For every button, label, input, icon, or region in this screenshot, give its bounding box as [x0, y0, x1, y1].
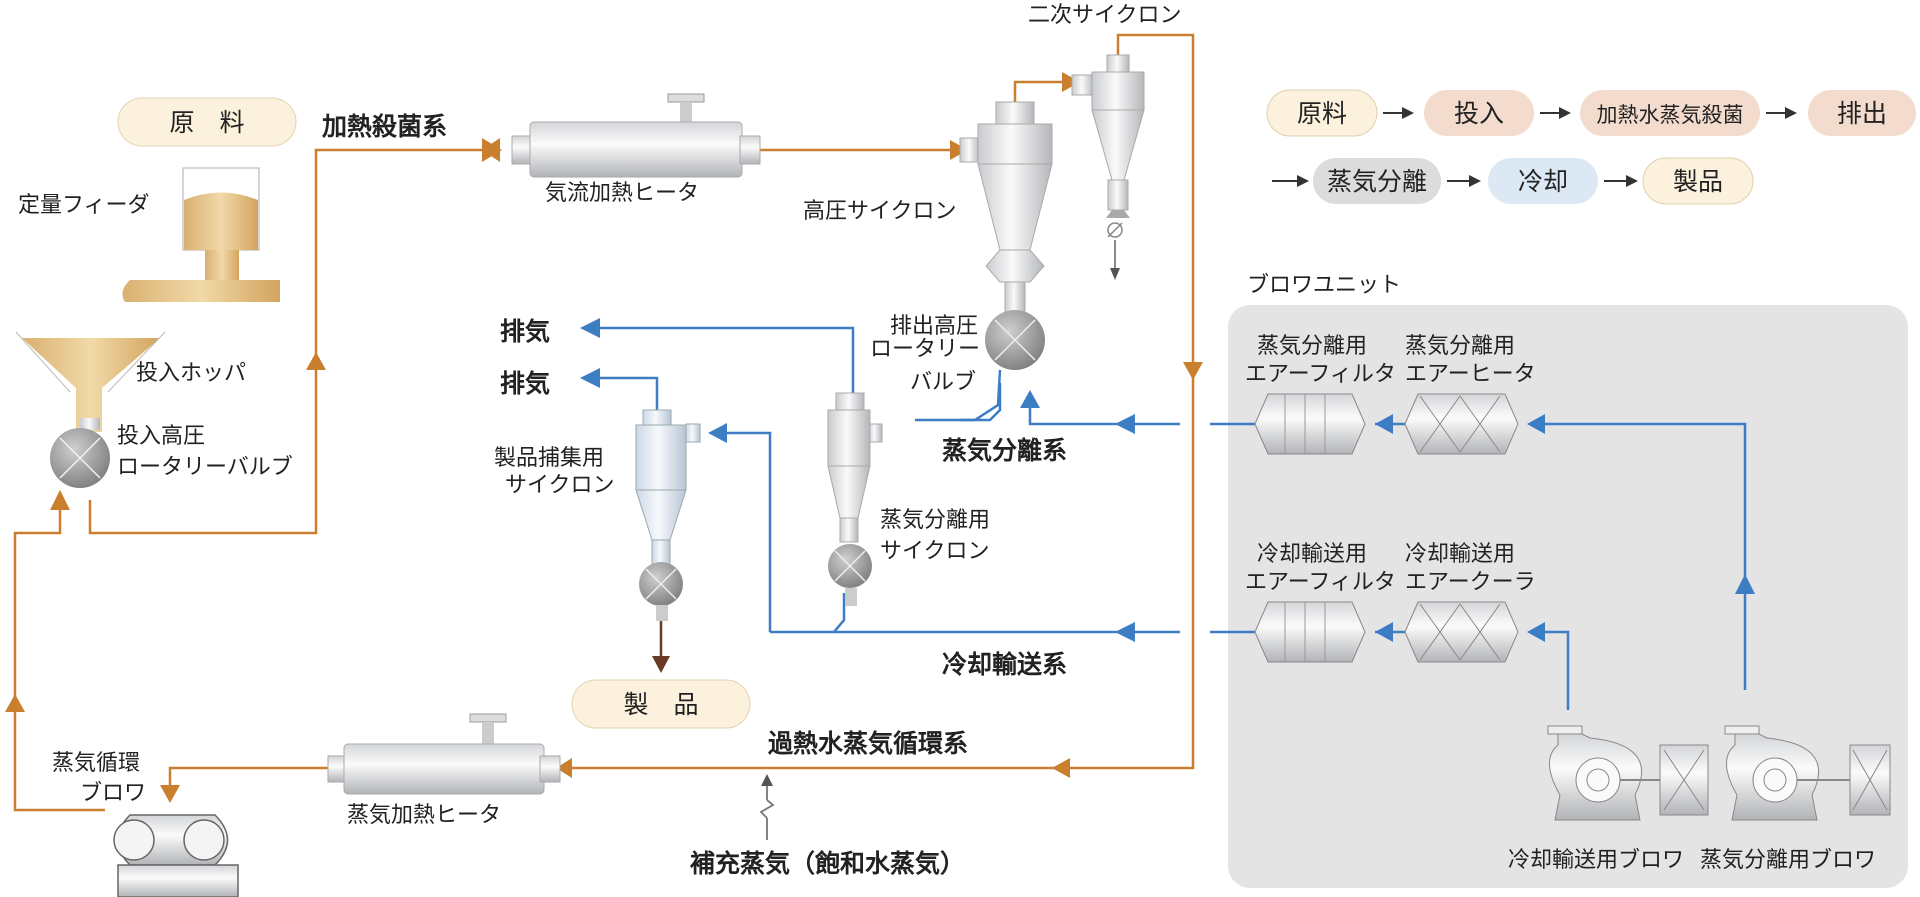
- raw-material-label: 原 料: [169, 108, 244, 137]
- steam-heater-label: 蒸気加熱ヒータ: [347, 803, 501, 828]
- steam-separation-blower: [1724, 725, 1891, 821]
- legend-step-pill: [1642, 157, 1754, 205]
- cooling-blower-label: 冷却輸送用ブロワ: [1508, 848, 1684, 873]
- heater-a-label-2: エアーヒータ: [1405, 362, 1536, 387]
- legend-step-pill: [1808, 90, 1916, 136]
- superheated-system-label: 過熱水蒸気循環系: [768, 729, 968, 758]
- input-valve-label-1: 投入高圧: [117, 424, 205, 449]
- cooler-b-label-2: エアークーラ: [1405, 570, 1536, 595]
- steam-sep-air-heater: [1404, 393, 1519, 455]
- legend-step-label: 加熱水蒸気殺菌: [1597, 103, 1744, 127]
- discharge-valve-label-2: ロータリー: [870, 337, 980, 362]
- input-hopper: [22, 338, 160, 432]
- blower-unit-label: ブロワユニット: [1247, 273, 1401, 298]
- secondary-cyclone: [1071, 54, 1145, 280]
- legend-step-pill: [1580, 90, 1760, 136]
- hopper-label: 投入ホッパ: [136, 361, 246, 386]
- input-rotary-valve-icon: [50, 418, 110, 488]
- cooling-blower: [1547, 725, 1709, 821]
- discharge-valve-label-1: 排出高圧: [890, 314, 978, 339]
- legend-step-label: 製品: [1673, 167, 1723, 196]
- circulation-blower-label-1: 蒸気循環: [52, 751, 140, 776]
- steam-sep-air-filter: [1254, 393, 1366, 455]
- cooler-b-label-1: 冷却輸送用: [1405, 542, 1515, 567]
- steam-circulation-blower: [113, 814, 239, 897]
- exhaust-label-1: 排気: [500, 317, 550, 346]
- airflow-heater: [511, 93, 761, 178]
- discharge-rotary-valve-icon: [985, 310, 1045, 370]
- discharge-valve-label-3: バルブ: [910, 370, 976, 395]
- product-cyclone-label-1: 製品捕集用: [494, 446, 604, 471]
- steam-separation-cyclone: [827, 392, 883, 606]
- product-collection-cyclone: [635, 409, 701, 673]
- legend-step-pill: [1313, 158, 1441, 204]
- steam-sep-system-label: 蒸気分離系: [942, 436, 1067, 465]
- process-legend: 原料 投入 加熱水蒸気殺菌 排出 蒸気分離 冷却 製品: [1266, 89, 1916, 205]
- air-arrows: [580, 318, 1755, 642]
- product-cyclone-label-2: サイクロン: [505, 473, 615, 498]
- circulation-blower-label-2: ブロワ: [80, 781, 146, 806]
- high-pressure-cyclone: [959, 101, 1053, 313]
- fixed-feeder-label: 定量フィーダ: [18, 193, 150, 218]
- filter-b-label-1: 冷却輸送用: [1257, 542, 1367, 567]
- airflow-heater-label: 気流加熱ヒータ: [545, 181, 699, 206]
- legend-step-label: 原料: [1297, 99, 1347, 128]
- raw-material-pill: [117, 97, 297, 147]
- fixed-feeder: [122, 167, 280, 302]
- steam-sep-cyclone-label-1: 蒸気分離用: [880, 508, 990, 533]
- cooling-system-label: 冷却輸送系: [942, 650, 1067, 679]
- make-up-steam-line: [759, 780, 775, 840]
- filter-a-label-2: エアーフィルタ: [1245, 362, 1396, 387]
- legend-step-label: 投入: [1454, 99, 1504, 128]
- product-label: 製 品: [623, 690, 698, 719]
- cooling-air-cooler: [1404, 601, 1519, 663]
- legend-step-pill: [1424, 90, 1534, 136]
- legend-step-label: 排出: [1837, 99, 1887, 128]
- make-up-steam-label: 補充蒸気（飽和水蒸気）: [689, 849, 965, 878]
- product-pill: [571, 679, 751, 729]
- legend-step-pill: [1266, 89, 1378, 137]
- legend-step-label: 蒸気分離: [1327, 167, 1427, 196]
- cooling-air-filter: [1254, 601, 1366, 663]
- secondary-cyclone-label: 二次サイクロン: [1028, 3, 1182, 28]
- input-valve-label-2: ロータリーバルブ: [117, 455, 293, 480]
- heating-system-label: 加熱殺菌系: [321, 112, 447, 141]
- filter-a-label-1: 蒸気分離用: [1257, 334, 1367, 359]
- exhaust-label-2: 排気: [500, 369, 550, 398]
- steam-arrows: [5, 72, 1203, 803]
- steam-lines: [13, 33, 1195, 812]
- filter-b-label-2: エアーフィルタ: [1245, 570, 1396, 595]
- steam-heater: [327, 713, 561, 795]
- hp-cyclone-label: 高圧サイクロン: [803, 199, 957, 224]
- legend-step-pill: [1488, 158, 1598, 204]
- steam-sep-blower-label: 蒸気分離用ブロワ: [1700, 848, 1876, 873]
- legend-step-label: 冷却: [1518, 167, 1568, 196]
- heater-a-label-1: 蒸気分離用: [1405, 334, 1515, 359]
- steam-sep-cyclone-label-2: サイクロン: [880, 539, 990, 564]
